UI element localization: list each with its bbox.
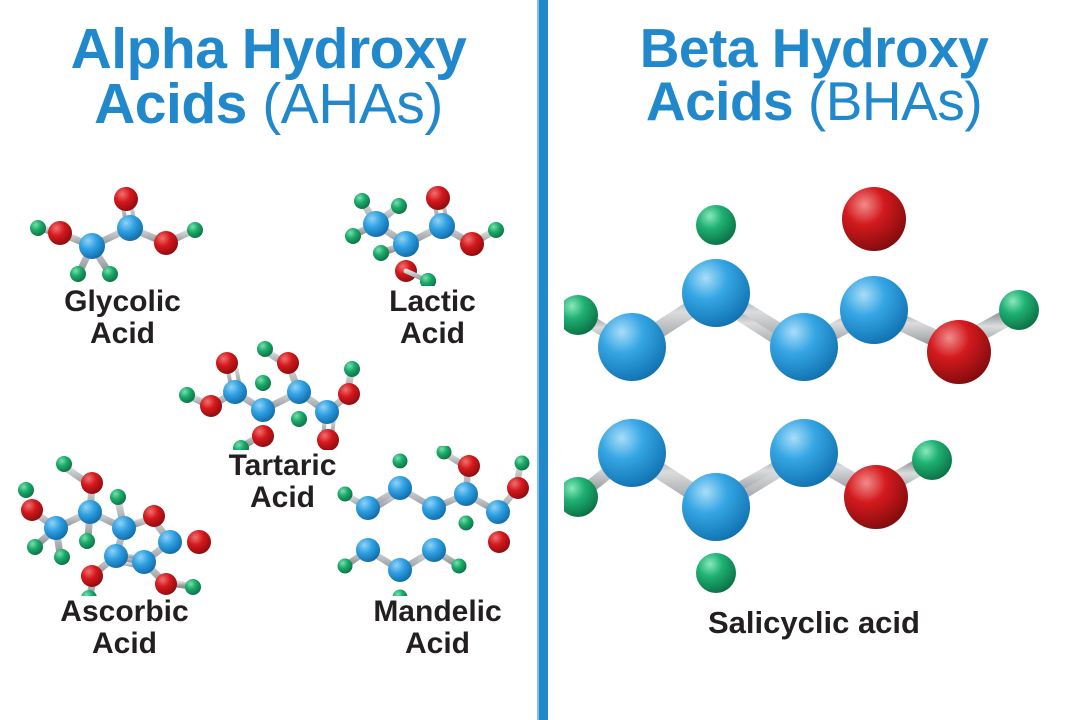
mandelic-label-line2: Acid [404,627,470,661]
bha-title-line2-regular: (BHAs) [793,69,983,132]
molecule-card-lactic-acid: Lactic Acid [330,186,535,351]
molecule-label-ascorbic-acid: Ascorbic Acid [12,595,237,661]
molecule-label-tartaric-acid: Tartaric Acid [175,449,390,515]
panel-divider [537,0,548,720]
lactic-label-line1: Lactic [389,285,476,318]
bha-title-line2-bold: Acids [645,69,794,132]
molecule-card-glycolic-acid: Glycolic Acid [20,186,225,351]
glycolic-label-line1: Glycolic [64,285,181,318]
panel-beta-hydroxy-acids: Beta Hydroxy Acids (BHAs) [548,0,1080,720]
mandelic-acid-structure-icon [337,446,530,596]
ascorbic-acid-structure-icon [18,456,211,596]
page-title-bha: Beta Hydroxy Acids (BHAs) [548,0,1080,129]
panel-alpha-hydroxy-acids: Alpha Hydroxy Acids (AHAs) [0,0,537,720]
glycolic-acid-structure-icon [30,187,203,282]
molecule-label-lactic-acid: Lactic Acid [330,285,535,351]
tartaric-label-line1: Tartaric [228,449,337,482]
molecule-label-glycolic-acid: Glycolic Acid [20,285,225,351]
mandelic-label-line1: Mandelic [373,595,502,628]
tartaric-label-line2: Acid [249,481,315,515]
ascorbic-label-line2: Acid [91,627,157,661]
ascorbic-label-line1: Ascorbic [60,595,189,628]
lactic-label-line2: Acid [399,317,465,351]
molecule-label-salicyclic-acid: Salicyclic acid [708,605,920,640]
bha-title-line1: Beta Hydroxy [639,17,989,79]
glycolic-label-line2: Acid [89,317,155,351]
tartaric-acid-structure-icon [179,341,360,450]
molecule-card-ascorbic-acid: Ascorbic Acid [12,446,237,661]
aha-title-line1: Alpha Hydroxy [70,17,467,81]
molecule-card-salicyclic-acid: Salicyclic acid [548,175,1080,641]
molecule-card-mandelic-acid: Mandelic Acid [330,446,545,661]
aha-title-line2-regular: (AHAs) [246,71,443,136]
page-title-aha: Alpha Hydroxy Acids (AHAs) [0,0,537,133]
molecule-label-mandelic-acid: Mandelic Acid [330,595,545,661]
salicyclic-acid-structure-icon [564,187,1039,593]
aha-title-line2-bold: Acids [94,71,247,136]
lactic-acid-structure-icon [345,186,504,286]
molecule-card-tartaric-acid: Tartaric Acid [175,330,390,515]
